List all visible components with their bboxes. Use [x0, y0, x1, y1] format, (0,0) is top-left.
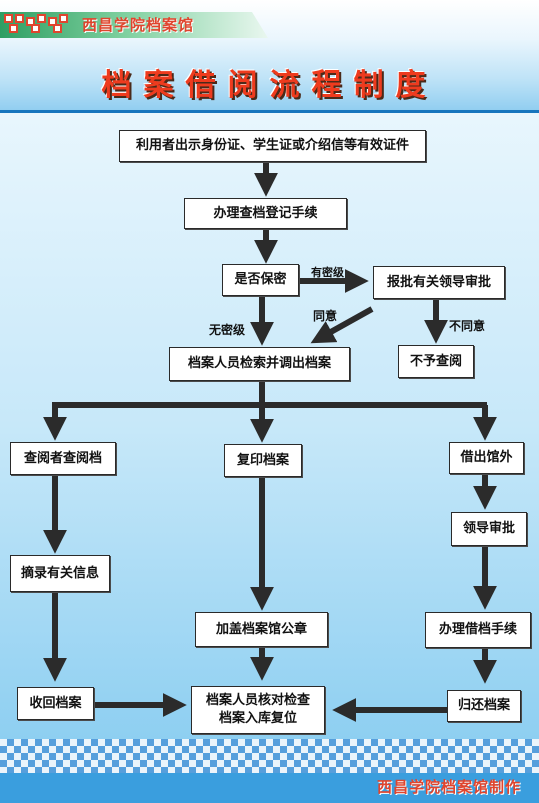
label-secret: 有密级 [311, 266, 344, 279]
step-copy-archive: 复印档案 [224, 444, 302, 477]
step-verify-line1: 档案人员核对检查 [205, 693, 310, 708]
step-recover-archive: 收回档案 [17, 687, 94, 720]
arrow-n4-n5 [310, 306, 374, 344]
step-return-archive: 归还档案 [447, 690, 521, 722]
step-read-archive: 查阅者查阅档 [10, 442, 116, 475]
page-title: 档案借阅流程制度 [101, 68, 438, 103]
step-lend-out: 借出馆外 [449, 442, 524, 474]
step-borrow-procedure: 办理借档手续 [425, 612, 531, 648]
school-name: 西昌学院档案馆 [82, 16, 195, 34]
step-verify-line2: 档案入库复位 [218, 711, 297, 726]
step-excerpt-info: 摘录有关信息 [10, 555, 110, 592]
footer-credit: 西昌学院档案馆制作 [376, 778, 521, 796]
step-present-id: 利用者出示身份证、学生证或介绍信等有效证件 [119, 130, 426, 162]
step-deny-access: 不予查阅 [398, 345, 474, 378]
step-verify-restore: 档案人员核对检查 档案入库复位 [191, 686, 325, 734]
step-retrieve-archive: 档案人员检索并调出档案 [169, 347, 350, 381]
divider [0, 110, 539, 113]
step-is-secret: 是否保密 [222, 264, 299, 296]
step-leader-approval: 报批有关领导审批 [373, 266, 505, 299]
step-stamp-seal: 加盖档案馆公章 [195, 612, 328, 647]
label-disagree: 不同意 [449, 319, 486, 333]
step-leader-approve: 领导审批 [451, 512, 527, 546]
footer-bar [0, 773, 539, 803]
label-agree: 同意 [313, 309, 338, 323]
school-logo-icon [4, 14, 72, 34]
label-no-secret: 无密级 [209, 323, 246, 337]
step-register: 办理查档登记手续 [184, 198, 347, 229]
checker-band [0, 739, 539, 773]
